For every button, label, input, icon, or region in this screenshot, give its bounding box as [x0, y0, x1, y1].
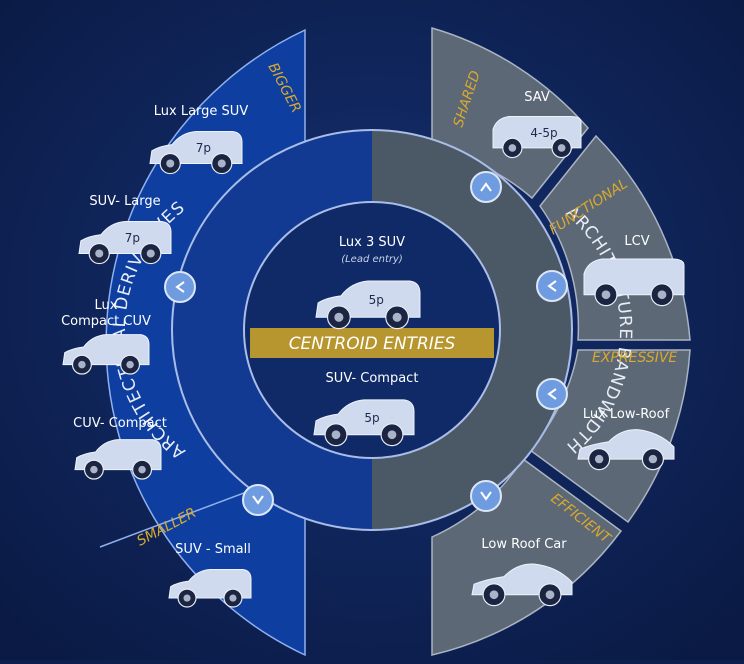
- van-icon: [583, 258, 685, 307]
- passenger-count: 7p: [125, 231, 140, 245]
- wheel-hub: [601, 290, 611, 300]
- passenger-count: 5p: [369, 293, 384, 307]
- wheel-hub: [594, 454, 604, 464]
- passenger-count: 7p: [196, 141, 211, 155]
- wheel-hub: [138, 465, 146, 474]
- chevron-mark: [547, 388, 557, 400]
- wheel-hub: [334, 312, 344, 322]
- car-icon: [471, 563, 573, 607]
- suv-icon: 5p: [315, 280, 421, 330]
- chevron-node: [470, 480, 502, 512]
- wheel-hub: [545, 590, 555, 600]
- right-item: LCV: [583, 234, 685, 307]
- wheel-hub: [126, 360, 134, 369]
- chevron-mark: [175, 281, 185, 293]
- chevron-node: [242, 484, 274, 516]
- middle-ring-edge: [171, 129, 573, 531]
- chevron-icon[interactable]: [536, 270, 568, 302]
- item-label: Lux: [95, 298, 118, 313]
- passenger-count: 4-5p: [530, 126, 557, 140]
- category-expressive: EXPRESSIVE: [592, 350, 677, 366]
- item-label: CUV- Compact: [73, 416, 167, 431]
- center-bottom-label: SUV- Compact: [326, 371, 419, 386]
- item-label: SAV: [524, 90, 550, 105]
- center-top-sublabel: (Lead entry): [341, 254, 403, 265]
- item-label: SUV- Large: [89, 194, 160, 209]
- left-item: CUV- Compact: [73, 416, 167, 480]
- left-item: Lux Large SUV 7p: [149, 104, 249, 175]
- wheel-hub: [217, 159, 226, 168]
- chevron-node: [470, 171, 502, 203]
- chevron-node: [536, 270, 568, 302]
- centroid-banner-label: CENTROID ENTRIES: [289, 334, 456, 354]
- suv-icon: [168, 568, 252, 608]
- chevron-icon[interactable]: [242, 484, 274, 516]
- car-icon: [577, 429, 675, 471]
- wheel-hub: [392, 312, 402, 322]
- chevron-node: [164, 271, 196, 303]
- suv-icon: 5p: [313, 399, 415, 447]
- chevron-mark: [480, 182, 492, 192]
- suv-icon: 7p: [149, 130, 243, 175]
- wheel-hub: [90, 465, 98, 474]
- chevron-node: [536, 378, 568, 410]
- center-top-label: Lux 3 SUV: [339, 235, 405, 250]
- chevron-mark: [547, 280, 557, 292]
- right-segment-expressive: [528, 349, 691, 524]
- wheel-hub: [387, 430, 397, 440]
- wheel-hub: [166, 159, 175, 168]
- left-item: SUV - Small: [168, 542, 252, 608]
- suv-icon: 7p: [78, 220, 172, 265]
- chevron-mark: [480, 491, 492, 501]
- wheel-hub: [508, 144, 517, 152]
- right-item: Lux Low-Roof: [577, 407, 675, 471]
- right-item: Low Roof Car: [471, 537, 573, 607]
- suv-icon: 5p: [313, 399, 415, 447]
- right-item: SAV 4-5p: [492, 90, 582, 159]
- item-label: Low Roof Car: [481, 537, 567, 552]
- wheel-hub: [229, 594, 237, 602]
- item-label: Lux Low-Roof: [583, 407, 670, 422]
- chevron-icon[interactable]: [536, 378, 568, 410]
- wheel-hub: [657, 290, 667, 300]
- wheel-hub: [95, 249, 104, 258]
- chevron-icon[interactable]: [470, 171, 502, 203]
- chevron-icon[interactable]: [470, 480, 502, 512]
- suv-icon: [74, 439, 162, 480]
- centroid-banner: [250, 328, 494, 358]
- suv-icon: [62, 334, 150, 375]
- wheel-hub: [331, 430, 341, 440]
- chevron-icon[interactable]: [164, 271, 196, 303]
- left-item: SUV- Large 7p: [78, 194, 172, 265]
- item-label: LCV: [624, 234, 649, 249]
- van-icon: 4-5p: [492, 116, 582, 159]
- item-label: Lux Large SUV: [154, 104, 249, 119]
- chevron-nodes: [164, 171, 568, 516]
- item-label-line2: Compact CUV: [61, 314, 151, 329]
- wheel-hub: [78, 360, 86, 369]
- wheel-hub: [489, 590, 499, 600]
- wheel-hub: [183, 594, 191, 602]
- wheel-hub: [146, 249, 155, 258]
- passenger-count: 5p: [364, 411, 379, 425]
- suv-icon: 5p: [315, 280, 421, 330]
- wheel-hub: [648, 454, 658, 464]
- chevron-mark: [252, 495, 264, 505]
- wheel-hub: [557, 144, 566, 152]
- item-label: SUV - Small: [175, 542, 251, 557]
